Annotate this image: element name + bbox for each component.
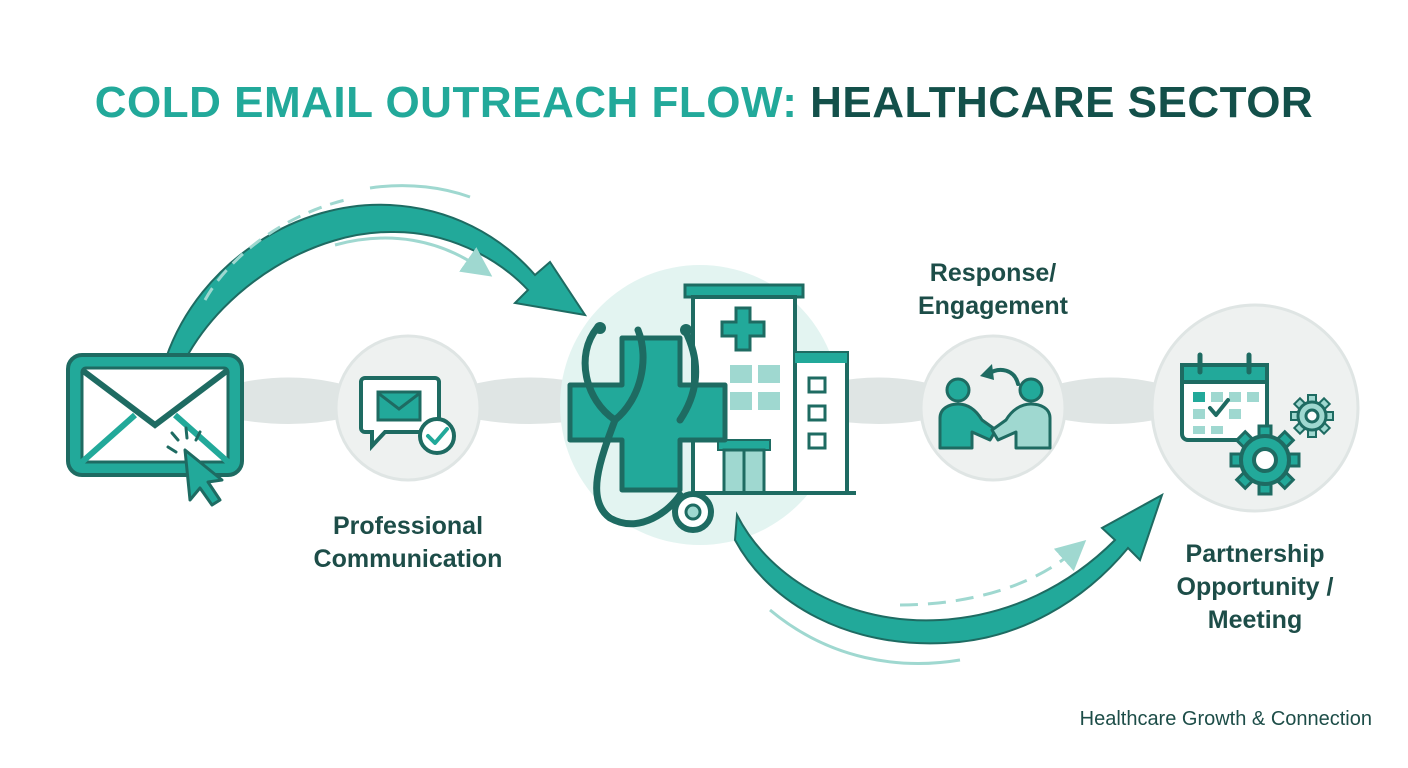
stethoscope-icon [581,322,714,533]
partnership-label-line-1: Partnership [1185,540,1325,568]
cursor-click-icon [166,426,224,507]
hospital-building-icon [683,283,856,495]
calendar-icon [1180,352,1269,442]
response-label-line-1: Response/ [929,259,1057,287]
return-arrow-icon [980,364,1020,386]
page-title: COLD EMAIL OUTREACH FLOW: HEALTHCARE SEC… [0,78,1408,128]
envelope-icon [66,353,244,477]
bottom-flow-arrow [733,492,1164,665]
partnership-label-line-3: Meeting [1207,606,1303,634]
title-part-2: HEALTHCARE SECTOR [810,78,1314,127]
communication-label-line-1: Professional [332,512,484,540]
checkmark-icon [418,417,456,455]
step-label-partnership: Partnership Opportunity / Meeting [1150,538,1360,637]
handshake-people-icon [938,377,1052,450]
communication-label-line-2: Communication [313,545,503,573]
top-flow-arrow [164,184,588,362]
response-label-line-2: Engagement [917,292,1069,320]
step-label-response: Response/ Engagement [893,257,1093,323]
gears-icon [1229,394,1334,496]
medical-cross-icon [567,335,728,493]
partnership-label-line-2: Opportunity / [1176,573,1334,601]
step-label-communication: Professional Communication [298,510,518,576]
title-part-1: COLD EMAIL OUTREACH FLOW: [94,78,811,127]
footer-tagline: Healthcare Growth & Connection [1079,708,1372,730]
